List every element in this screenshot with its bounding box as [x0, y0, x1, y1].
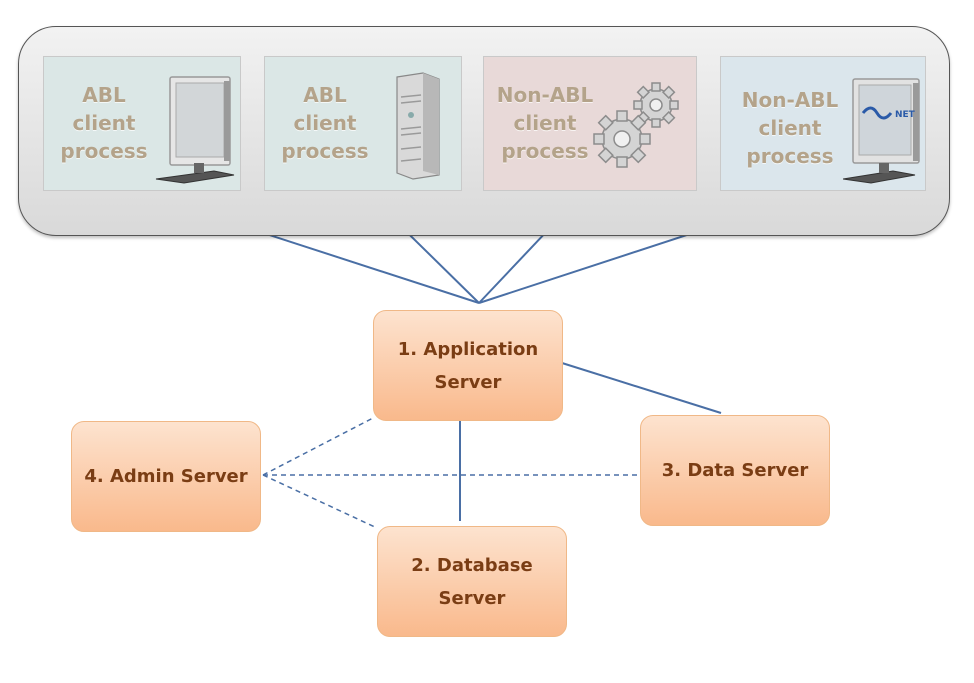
client-box-2: ABL client process [264, 56, 462, 191]
client-label-2: ABL client process [281, 83, 369, 163]
data-server-label: 3. Data Server [661, 460, 809, 481]
application-server-label: 1. Application Server [397, 338, 539, 393]
client-box-3: Non-ABL client process [483, 56, 697, 191]
line-app-data [561, 362, 722, 414]
client-box-4: Non-ABL client process NET [720, 56, 926, 191]
database-server-box: 2. Database Server [377, 526, 567, 637]
admin-server-label: 4. Admin Server [84, 466, 248, 487]
gears-icon [593, 82, 679, 168]
line-admin-app [262, 417, 374, 476]
data-server-box: 3. Data Server [640, 415, 830, 526]
client-label-4: Non-ABL client process [741, 88, 839, 168]
admin-server-box: 4. Admin Server [71, 421, 261, 532]
client-label-1: ABL client process [60, 83, 148, 163]
client-box-1: ABL client process [43, 56, 241, 191]
monitor-icon [155, 76, 235, 184]
database-server-label: 2. Database Server [411, 554, 533, 609]
server-tower-icon [396, 72, 440, 180]
line-admin-database [262, 474, 378, 529]
client-label-3: Non-ABL client process [496, 83, 594, 163]
dotnet-monitor-icon: NET [843, 78, 920, 184]
application-server-box: 1. Application Server [373, 310, 563, 421]
dotnet-screen-text: NET [895, 110, 916, 120]
